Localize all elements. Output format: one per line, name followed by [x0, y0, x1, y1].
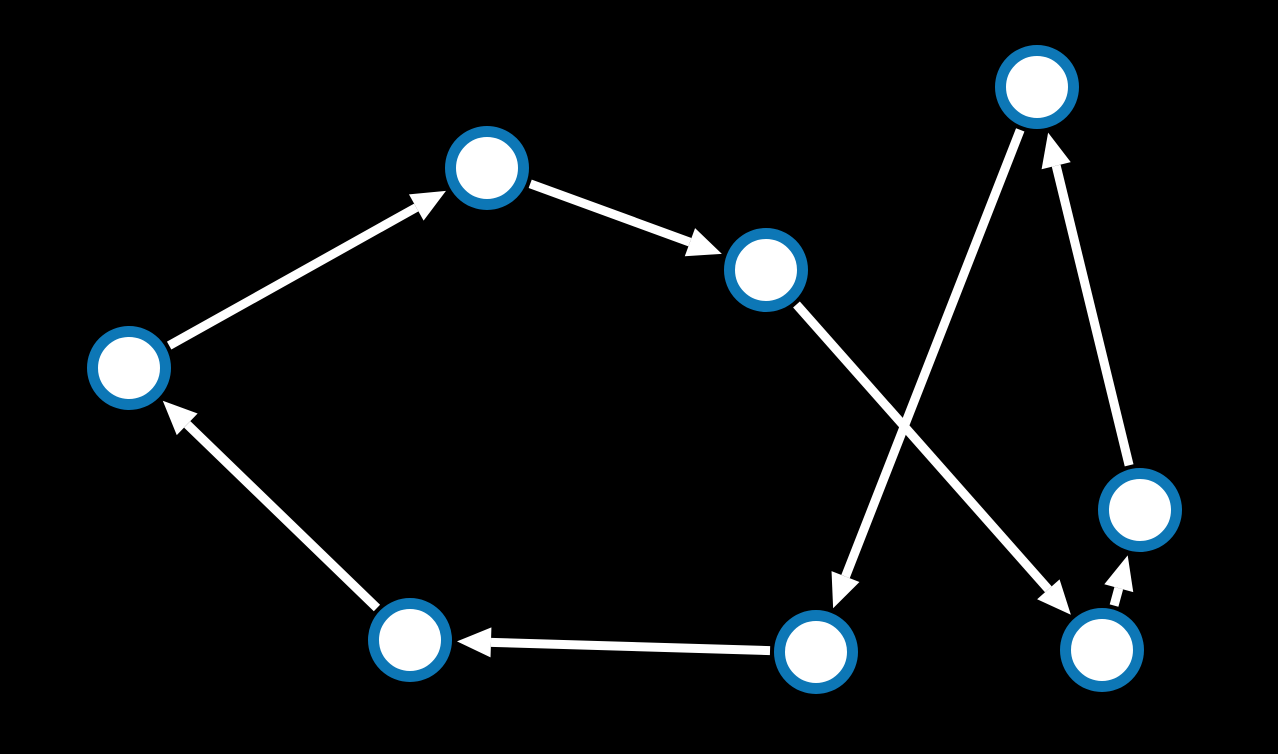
node-circle — [1060, 608, 1144, 692]
edge-arrowhead-icon — [1037, 579, 1071, 615]
edge-arrowhead-icon — [831, 571, 860, 609]
edge-arrowhead-icon — [408, 190, 446, 221]
edge-shaft — [490, 637, 771, 656]
edge-shaft — [166, 203, 419, 350]
edges-layer — [162, 128, 1134, 658]
nodes-layer — [87, 45, 1182, 694]
edge-bottom-center-to-bottom-left[interactable] — [456, 627, 771, 658]
node-circle — [445, 126, 529, 210]
node-circle — [774, 610, 858, 694]
edge-arrowhead-icon — [1041, 132, 1071, 170]
node-left[interactable] — [87, 326, 171, 410]
edge-arrowhead-icon — [1104, 555, 1134, 593]
edge-shaft — [793, 301, 1052, 593]
node-top-right[interactable] — [995, 45, 1079, 129]
edge-top-left-to-mid-upper[interactable] — [528, 179, 722, 257]
node-bottom-right[interactable] — [1060, 608, 1144, 692]
node-right-mid[interactable] — [1098, 468, 1182, 552]
edge-arrowhead-icon — [456, 627, 492, 658]
node-top-left[interactable] — [445, 126, 529, 210]
edge-arrowhead-icon — [162, 400, 198, 436]
edge-arrowhead-icon — [684, 228, 722, 257]
node-mid-upper[interactable] — [724, 228, 808, 312]
edge-shaft — [1051, 164, 1134, 467]
edge-shaft — [528, 179, 692, 247]
edge-mid-upper-to-bottom-right[interactable] — [793, 301, 1071, 615]
edge-shaft — [841, 128, 1025, 579]
edge-shaft — [184, 421, 381, 612]
edge-top-right-to-bottom-center[interactable] — [831, 128, 1025, 609]
edge-right-mid-to-top-right[interactable] — [1041, 132, 1134, 467]
node-circle — [368, 598, 452, 682]
node-circle — [1098, 468, 1182, 552]
edge-bottom-right-to-right-mid[interactable] — [1104, 555, 1134, 607]
node-bottom-left[interactable] — [368, 598, 452, 682]
node-circle — [995, 45, 1079, 129]
node-circle — [724, 228, 808, 312]
edge-shaft — [1109, 586, 1124, 607]
node-circle — [87, 326, 171, 410]
edge-bottom-left-to-left[interactable] — [162, 400, 381, 612]
node-bottom-center[interactable] — [774, 610, 858, 694]
edge-left-to-top-left[interactable] — [166, 190, 446, 350]
